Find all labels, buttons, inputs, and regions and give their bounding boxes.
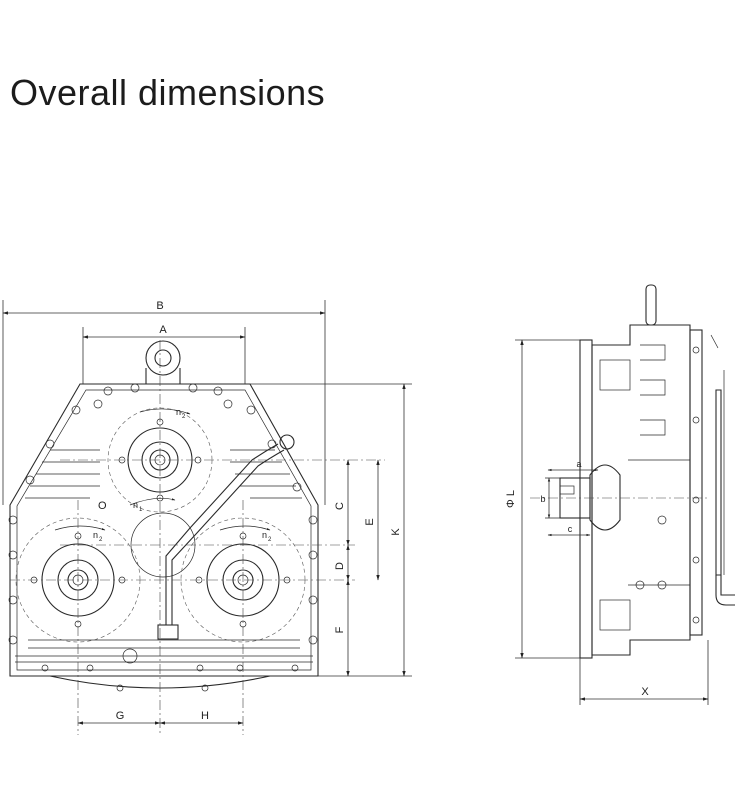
dim-label-d: D bbox=[334, 562, 346, 570]
front-view: B A C D E F K G H O n 1 n 2 n 2 n 2 bbox=[2, 300, 412, 735]
dim-label-b: B bbox=[156, 300, 163, 312]
cooling-fins bbox=[25, 449, 302, 649]
lifting-eye bbox=[145, 340, 181, 384]
speed-label-n2-top: n bbox=[176, 407, 181, 417]
dim-label-e: E bbox=[364, 518, 376, 525]
page-title: Overall dimensions bbox=[10, 72, 326, 113]
speed-label-n2-right: n bbox=[262, 530, 267, 540]
speed-label-n2-top-sub: 2 bbox=[182, 414, 186, 420]
oil-pipe bbox=[157, 434, 295, 640]
speed-label-n1: n bbox=[133, 500, 138, 510]
dim-label-x: X bbox=[641, 686, 649, 698]
housing-bolts bbox=[8, 383, 318, 692]
dim-label-b-side: b bbox=[540, 494, 545, 504]
side-view: Φ L a b c X bbox=[505, 284, 735, 705]
dim-label-g: G bbox=[116, 710, 125, 722]
center-label-o: O bbox=[98, 500, 107, 512]
dim-label-a-side: a bbox=[576, 459, 581, 469]
dim-label-k: K bbox=[390, 528, 402, 536]
dim-label-f: F bbox=[334, 626, 346, 633]
dim-label-a: A bbox=[159, 324, 167, 336]
dim-label-l: Φ L bbox=[505, 490, 517, 508]
dim-label-h: H bbox=[201, 710, 209, 722]
speed-label-n2-left-sub: 2 bbox=[99, 537, 103, 543]
speed-label-n2-right-sub: 2 bbox=[268, 537, 272, 543]
dim-label-c: C bbox=[334, 502, 346, 510]
speed-label-n1-sub: 1 bbox=[139, 507, 143, 513]
dim-label-c-side: c bbox=[568, 524, 573, 534]
speed-label-n2-left: n bbox=[93, 530, 98, 540]
